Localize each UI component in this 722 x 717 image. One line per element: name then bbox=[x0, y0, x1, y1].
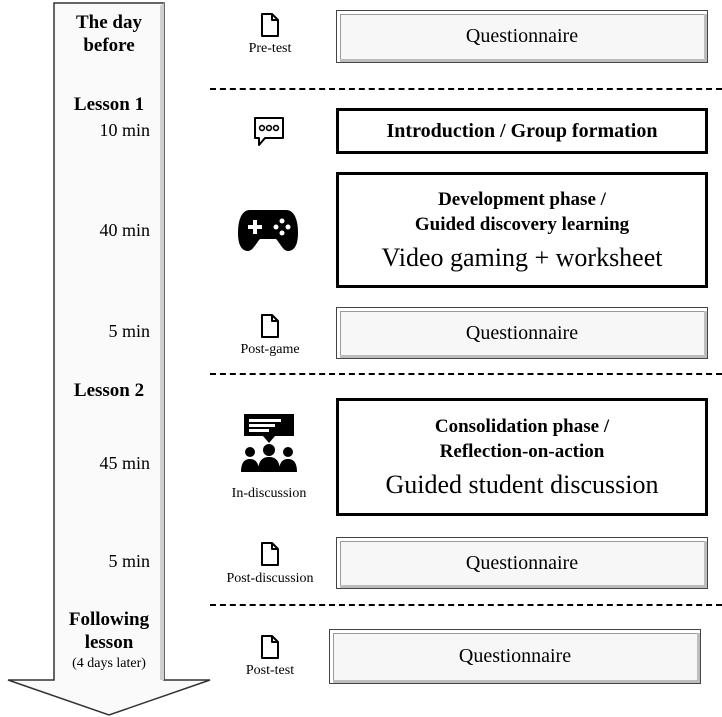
introduction-box: Introduction / Group formation bbox=[336, 108, 708, 154]
gamepad-icon bbox=[238, 210, 298, 251]
box-text: Questionnaire bbox=[465, 551, 579, 574]
postgame-questionnaire-box: Questionnaire bbox=[336, 307, 708, 359]
phase-following-lesson: Following lesson bbox=[24, 608, 194, 654]
phase-lesson-2: Lesson 2 bbox=[73, 380, 145, 401]
duration-10-min: 10 min bbox=[99, 120, 150, 140]
phase-note: (4 days later) bbox=[72, 656, 146, 671]
icon-label-post-test: Post-test bbox=[245, 663, 295, 678]
duration-5-min: 5 min bbox=[108, 321, 150, 341]
box-text: Questionnaire bbox=[465, 321, 579, 344]
phase-label-line1: Following bbox=[68, 609, 150, 630]
document-icon bbox=[261, 314, 279, 338]
pretest-questionnaire-box: Questionnaire bbox=[336, 10, 708, 63]
box-title-line2: Guided discovery learning bbox=[414, 214, 630, 235]
icon-label-post-discussion: Post-discussion bbox=[226, 571, 314, 586]
box-activity: Guided student discussion bbox=[385, 470, 659, 499]
phase-label-line2: lesson bbox=[84, 632, 134, 653]
postdiscussion-questionnaire-box: Questionnaire bbox=[336, 537, 708, 589]
document-icon bbox=[261, 635, 279, 659]
document-icon bbox=[261, 542, 279, 566]
divider-2 bbox=[210, 373, 722, 375]
document-icon bbox=[261, 13, 279, 37]
box-text: Introduction / Group formation bbox=[386, 119, 658, 142]
group-discussion-icon bbox=[241, 414, 297, 472]
posttest-questionnaire-box: Questionnaire bbox=[329, 629, 701, 684]
icon-label-pre-test: Pre-test bbox=[248, 41, 292, 56]
phase-label-line2: before bbox=[83, 35, 135, 56]
duration-5-min: 5 min bbox=[108, 551, 150, 571]
duration-40-min: 40 min bbox=[99, 220, 150, 240]
box-activity: Video gaming + worksheet bbox=[381, 243, 663, 272]
box-text: Questionnaire bbox=[458, 645, 572, 667]
consolidation-phase-box: Consolidation phase / Reflection-on-acti… bbox=[336, 398, 708, 516]
box-title-line1: Development phase / bbox=[438, 189, 606, 210]
phase-day-before: The day before bbox=[24, 11, 194, 57]
phase-lesson-1: Lesson 1 bbox=[73, 94, 145, 115]
duration-45-min: 45 min bbox=[99, 453, 150, 473]
divider-3 bbox=[210, 604, 722, 606]
box-title-line2: Reflection-on-action bbox=[439, 441, 605, 462]
box-text: Questionnaire bbox=[465, 25, 579, 47]
icon-label-in-discussion: In-discussion bbox=[231, 486, 307, 501]
chat-bubble-icon bbox=[254, 117, 284, 146]
development-phase-box: Development phase / Guided discovery lea… bbox=[336, 172, 708, 288]
icon-label-post-game: Post-game bbox=[240, 342, 300, 357]
phase-label-line1: The day bbox=[76, 12, 142, 33]
divider-1 bbox=[210, 88, 722, 90]
box-title-line1: Consolidation phase / bbox=[434, 416, 610, 437]
timeline-arrow-shade bbox=[160, 3, 164, 680]
